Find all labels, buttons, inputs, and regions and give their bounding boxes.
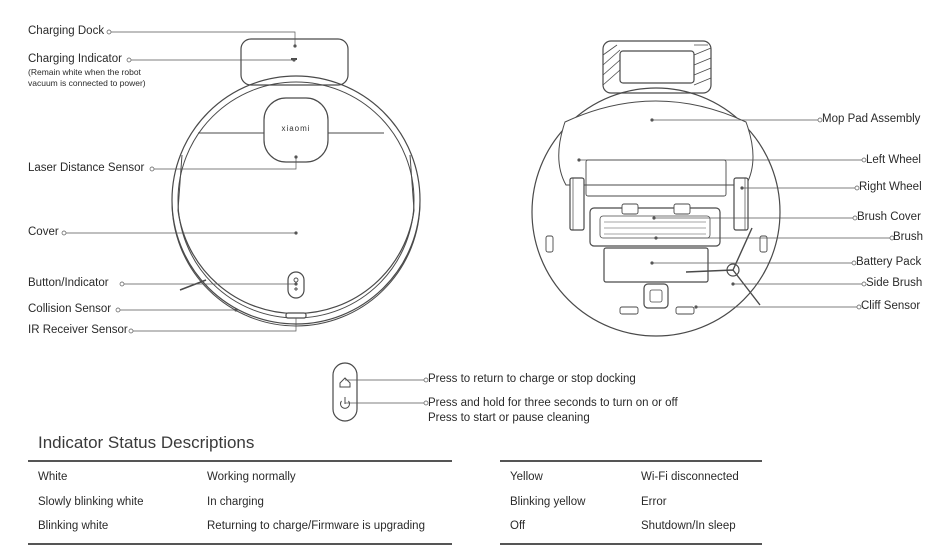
xiaomi-logo: xiaomi bbox=[281, 124, 311, 133]
label-charging-indicator-note-2: vacuum is connected to power) bbox=[28, 78, 146, 88]
table-rule-bottom bbox=[28, 543, 452, 545]
bumper-edge-left bbox=[177, 154, 183, 211]
table-cell-meaning: Working normally bbox=[207, 471, 296, 483]
label-ir-receiver-sensor: IR Receiver Sensor bbox=[28, 324, 128, 336]
table-cell-meaning: Shutdown/In sleep bbox=[641, 520, 736, 532]
label-battery-pack: Battery Pack bbox=[856, 256, 922, 268]
table-cell-meaning: Returning to charge/Firmware is upgradin… bbox=[207, 520, 425, 532]
indicator-table-left: White Working normally Slowly blinking w… bbox=[28, 460, 452, 545]
table-cell-status: White bbox=[38, 471, 68, 483]
label-collision-sensor: Collision Sensor bbox=[28, 303, 112, 315]
side-brush-stub bbox=[179, 279, 207, 291]
home-icon bbox=[339, 377, 351, 388]
label-mop-pad-assembly: Mop Pad Assembly bbox=[822, 113, 921, 125]
table-rule-top bbox=[500, 460, 762, 462]
table-cell-status: Yellow bbox=[510, 471, 543, 483]
label-charging-dock: Charging Dock bbox=[28, 25, 105, 37]
indicator-table-right: Yellow Wi-Fi disconnected Blinking yello… bbox=[500, 460, 762, 545]
table-cell-meaning: Error bbox=[641, 496, 667, 508]
button-detail-outline bbox=[332, 362, 358, 422]
battery-pack bbox=[603, 247, 709, 283]
label-button-indicator: Button/Indicator bbox=[28, 277, 109, 289]
bumper-edge-right bbox=[409, 154, 415, 211]
table-cell-status: Off bbox=[510, 520, 526, 532]
label-cliff-sensor: Cliff Sensor bbox=[861, 300, 921, 312]
label-brush-cover: Brush Cover bbox=[857, 211, 921, 223]
indicator-section-title: Indicator Status Descriptions bbox=[38, 433, 255, 452]
label-charging-indicator: Charging Indicator bbox=[28, 53, 122, 65]
table-rule-bottom bbox=[500, 543, 762, 545]
label-power-button-desc-1: Press and hold for three seconds to turn… bbox=[428, 397, 678, 409]
label-brush: Brush bbox=[893, 231, 924, 243]
label-right-wheel: Right Wheel bbox=[859, 181, 922, 193]
label-power-button-desc-2: Press to start or pause cleaning bbox=[428, 412, 590, 424]
table-cell-status: Blinking yellow bbox=[510, 496, 586, 508]
label-left-wheel: Left Wheel bbox=[866, 154, 921, 166]
robot-bottom-body bbox=[531, 87, 781, 337]
label-cover: Cover bbox=[28, 226, 59, 238]
table-cell-status: Slowly blinking white bbox=[38, 496, 144, 508]
table-cell-meaning: In charging bbox=[207, 496, 264, 508]
right-wheel bbox=[733, 177, 749, 231]
label-charging-indicator-note-1: (Remain white when the robot bbox=[28, 67, 141, 77]
charging-dock bbox=[240, 38, 349, 86]
label-side-brush: Side Brush bbox=[866, 277, 923, 289]
caster-wheel bbox=[643, 283, 669, 309]
label-home-button-desc: Press to return to charge or stop dockin… bbox=[428, 373, 636, 385]
table-cell-status: Blinking white bbox=[38, 520, 109, 532]
table-rule-top bbox=[28, 460, 452, 462]
brush-cover bbox=[589, 207, 721, 247]
label-laser-distance-sensor: Laser Distance Sensor bbox=[28, 162, 145, 174]
table-cell-meaning: Wi-Fi disconnected bbox=[641, 471, 739, 483]
mop-pad-assembly bbox=[558, 100, 754, 186]
left-wheel bbox=[569, 177, 585, 231]
